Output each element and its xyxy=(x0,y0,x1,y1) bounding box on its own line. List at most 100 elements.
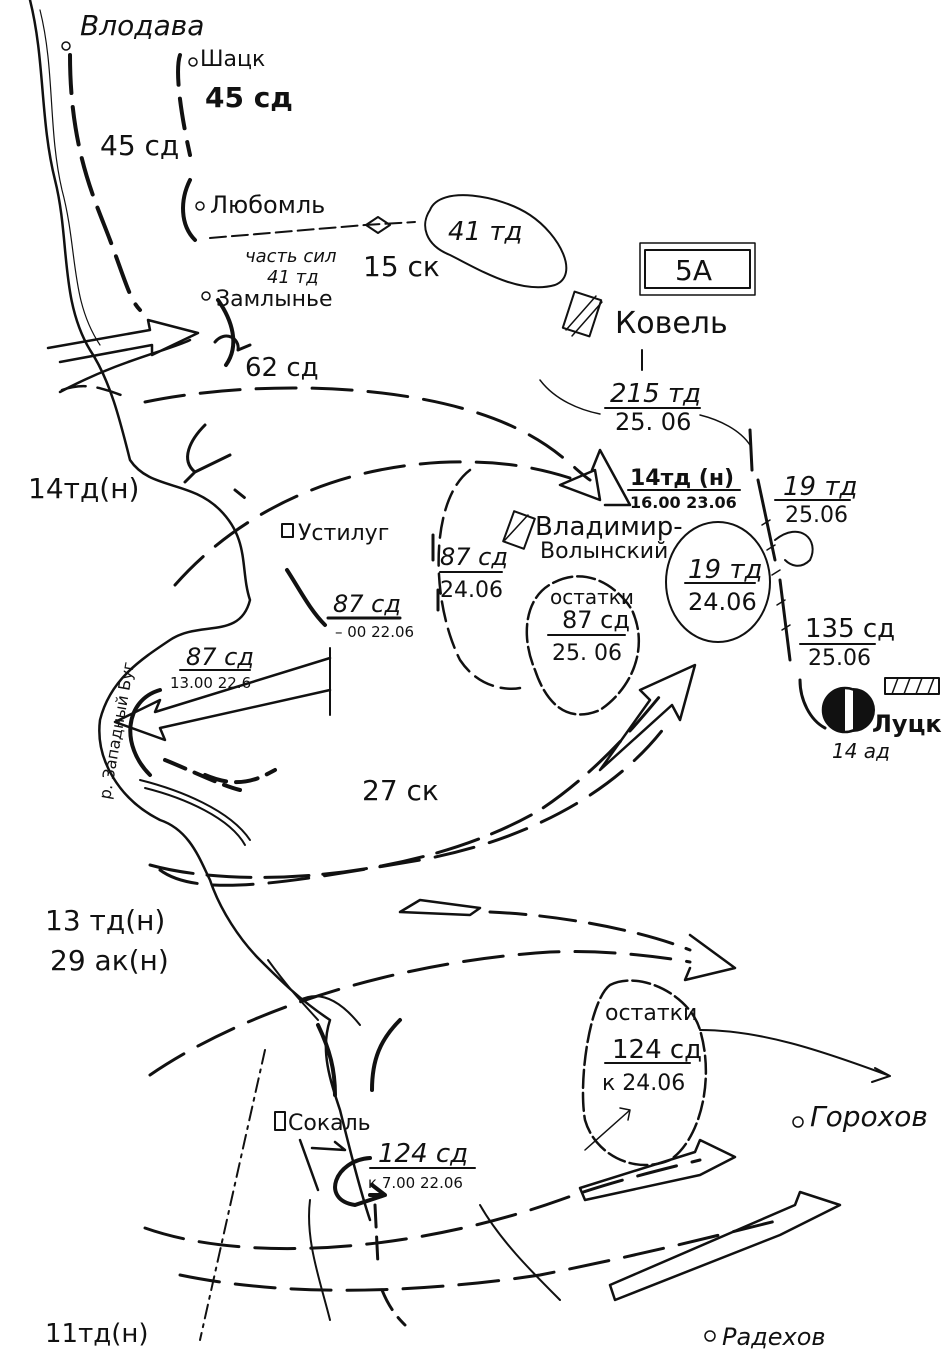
sd45-top-label: 45 сд xyxy=(205,81,293,114)
td19-front-line xyxy=(748,428,792,662)
enemy-arrow-27sk-north xyxy=(148,688,667,879)
enemy-arrow-east-1 xyxy=(488,910,692,952)
td215-boundary xyxy=(539,379,751,446)
state-border xyxy=(199,1049,266,1341)
td19-b-oval xyxy=(665,521,771,643)
td14-arrow-symbol xyxy=(183,423,232,484)
td14-front-label: 14тд (н) xyxy=(630,466,734,491)
sokal-front-2 xyxy=(370,1018,402,1092)
arrow-to-gorokhov xyxy=(699,1029,891,1083)
ad14-front xyxy=(798,678,827,730)
remnants-124-line3: к 24.06 xyxy=(602,1071,685,1096)
sd87-a-label: 87 сд xyxy=(333,590,401,618)
td19-a-date: 25.06 xyxy=(785,503,848,528)
town-marker-radekhov xyxy=(704,1330,716,1342)
remnants-124-arrow xyxy=(584,1107,631,1151)
town-block-vladimir xyxy=(502,510,536,550)
town-marker-vlodava xyxy=(61,41,71,51)
town-label-radekhov: Радехов xyxy=(722,1323,826,1351)
sd87-b-label: 87 сд xyxy=(186,643,254,671)
remnants-87-line1: остатки xyxy=(550,585,634,609)
td19-ticks xyxy=(761,519,791,631)
town-marker-shatsk xyxy=(188,57,198,67)
sd62-line xyxy=(216,298,236,367)
sd124-counter-arrow xyxy=(333,1156,387,1207)
town-block-vladimir-hatch xyxy=(504,514,529,541)
remnants-124-line2: 124 сд xyxy=(612,1035,702,1065)
td215-label: 215 тд xyxy=(610,379,701,409)
td19-b-label: 19 тд xyxy=(688,555,762,585)
town-block-lutsk-hatch xyxy=(891,677,935,695)
sd87-c-label: 87 сд xyxy=(440,543,508,571)
enemy-thrust-lower xyxy=(60,385,132,400)
sd124-time: к 7.00 22.06 xyxy=(368,1174,463,1192)
enemy-arrow-south-1 xyxy=(143,1158,702,1251)
town-label-sokal: Сокаль xyxy=(288,1111,371,1136)
sd135-label: 135 сд xyxy=(805,614,895,644)
sd87-retreat-arrow xyxy=(113,656,332,742)
south-road xyxy=(479,1204,561,1301)
td215-date: 25. 06 xyxy=(615,408,691,436)
td19-counter-arrow xyxy=(774,530,814,567)
sd87-c-date: 24.06 xyxy=(440,578,503,603)
sokal-lower-front xyxy=(373,1203,380,1267)
sokal-thrust xyxy=(298,1138,347,1192)
sd87-b-front xyxy=(128,688,162,777)
town-block-sokal xyxy=(274,1111,286,1131)
river-western-bug xyxy=(28,0,372,1222)
town-block-kovel xyxy=(561,290,603,338)
enemy-arrow-east-2 xyxy=(148,950,692,1077)
town-marker-lyuboml xyxy=(195,201,205,211)
ak29-enemy-label: 29 ак(н) xyxy=(50,944,169,977)
remnants-124-line1: остатки xyxy=(605,1001,697,1026)
part-forces-line2: 41 тд xyxy=(267,267,319,288)
sd87-b-lower xyxy=(163,758,242,792)
enemy-thrust-arrow-north xyxy=(46,318,200,394)
town-label-lyuboml: Любомль xyxy=(210,191,325,219)
sk15-diamond xyxy=(365,216,391,234)
sokal-lower-front-2 xyxy=(380,1288,407,1327)
remnants-87-line3: 25. 06 xyxy=(552,641,622,666)
front-line-lyuboml xyxy=(181,178,197,242)
sd45-mid-label: 45 сд xyxy=(100,129,179,162)
enemy-arrow-head-vladimir xyxy=(558,448,632,507)
td14-enemy-label: 14тд(н) xyxy=(28,472,139,505)
part-forces-line1: часть сил xyxy=(245,246,336,267)
town-marker-zamlyne xyxy=(201,291,211,301)
sd87-c-front xyxy=(437,468,522,690)
army-5a-box-outer xyxy=(639,242,756,296)
sokal-front-1 xyxy=(316,1023,337,1097)
remnants-87-blob xyxy=(525,575,641,716)
sd87-c-front-ticks xyxy=(431,533,440,612)
town-label-zamlyne: Замлынье xyxy=(216,287,333,312)
sd87-b-lower2 xyxy=(203,768,277,785)
td13-enemy-label: 13 тд(н) xyxy=(45,904,165,937)
town-label-shatsk: Шацк xyxy=(200,47,265,72)
enemy-arrow-vladimir xyxy=(143,386,592,482)
town-label-vladimir-1: Владимир- xyxy=(535,512,683,542)
sd124-label: 124 сд xyxy=(378,1139,468,1169)
town-label-vladimir-2: Волынский xyxy=(540,539,668,564)
enemy-arrow-west xyxy=(398,898,482,917)
enemy-arrow-27sk-south xyxy=(158,718,672,887)
enemy-arrow-head-south-1 xyxy=(578,1138,737,1202)
enemy-arrow-vladimir-2 xyxy=(173,460,572,587)
army-5a-box xyxy=(644,249,751,289)
td41-label: 41 тд xyxy=(448,217,522,247)
town-label-ustilug: Устилуг xyxy=(298,521,389,546)
town-block-ustilug xyxy=(281,523,294,538)
sk27-label: 27 ск xyxy=(362,774,439,807)
enemy-arrow-head-south-2 xyxy=(608,1190,842,1302)
sd87-b-time: 13.00 22.6 xyxy=(170,674,251,692)
sokal-road xyxy=(267,959,361,1026)
town-label-vlodava: Влодава xyxy=(80,9,204,42)
sokal-river xyxy=(308,1199,331,1321)
town-label-gorokhov: Горохов xyxy=(810,1100,928,1133)
td11-enemy-label: 11тд(н) xyxy=(45,1319,149,1349)
river-bank xyxy=(39,9,101,346)
sd62-label: 62 сд xyxy=(245,353,319,383)
td14-short-line xyxy=(233,488,252,504)
sk15-label: 15 ск xyxy=(363,250,440,283)
